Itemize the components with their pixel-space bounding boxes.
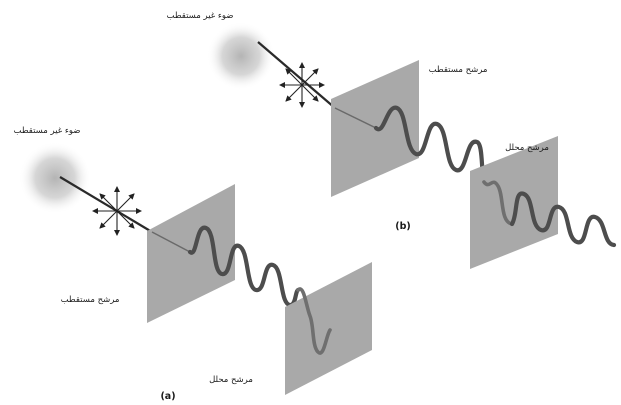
incident-ray-b <box>257 41 336 109</box>
unpolarized-arrows-icon-a <box>92 186 142 236</box>
unpolarized-light-source-b <box>207 22 275 90</box>
polarizing-filter-label-b: مرشح مستقطب <box>429 65 488 75</box>
wave-behind-analyzer-a <box>296 287 332 355</box>
unpolarized-light-label-a: ضوء غير مستقطب <box>13 126 80 136</box>
panel-caption-b: (b) <box>395 221 410 232</box>
panel-b: ضوء غير مستقطب مرشح مستقطب مرشح محلل (b) <box>166 11 617 269</box>
wave-behind-analyzer-b <box>482 180 514 226</box>
polarizing-filter-label-a: مرشح مستقطب <box>61 295 120 305</box>
transmitted-wave-b <box>509 191 617 248</box>
polarized-wave-a <box>187 225 301 308</box>
incident-ray-a <box>59 176 153 233</box>
analyzer-filter-a <box>285 262 372 395</box>
analyzer-filter-label-b: مرشح محلل <box>505 143 549 153</box>
ray-through-polarizer-a <box>151 231 191 253</box>
unpolarized-light-label-b: ضوء غير مستقطب <box>166 11 233 21</box>
analyzer-filter-label-a: مرشح محلل <box>209 375 253 385</box>
unpolarized-arrows-icon-b <box>279 62 325 108</box>
panel-caption-a: (a) <box>160 391 175 402</box>
panel-a: ضوء غير مستقطب مرشح مستقطب مرشح محلل (a) <box>13 126 372 402</box>
polarized-wave-b <box>373 105 487 185</box>
ray-through-polarizer-b <box>334 107 377 129</box>
analyzer-filter-b <box>470 136 558 269</box>
unpolarized-light-source-a <box>19 142 91 214</box>
